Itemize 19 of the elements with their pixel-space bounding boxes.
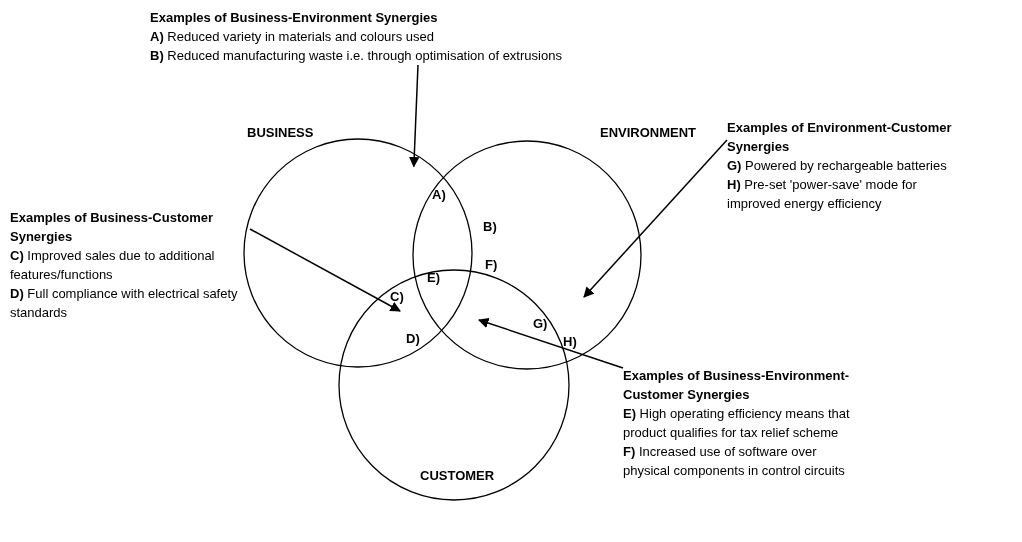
region-letter: F) — [485, 257, 498, 272]
callout-text: Examples of Business-Customer Synergies C) Improved sales due to additional features/functions D) Full compliance with electrical safety standards — [10, 208, 250, 322]
leader-arrow — [583, 139, 728, 298]
region-letter: C) — [390, 289, 404, 304]
leader-arrow — [249, 228, 401, 312]
set-title: ENVIRONMENT — [600, 125, 697, 140]
set-title: CUSTOMER — [420, 468, 495, 483]
callout-text: Examples of Business-Environment Synergies A) Reduced variety in materials and colours used B) Reduced manufacturing waste i.e. through optimisation of extrusions — [150, 8, 710, 65]
leader-arrow — [409, 64, 420, 168]
region-letter: G) — [533, 316, 548, 331]
set-title: BUSINESS — [247, 125, 314, 140]
leader-arrow — [478, 318, 624, 369]
callout-text: Examples of Environment-Customer Synergies G) Powered by rechargeable batteries H) Pre-set 'power-save' mode for improved energy efficiency — [727, 118, 957, 213]
region-letter: B) — [483, 219, 497, 234]
callout-text: Examples of Business-Environment-Customer Synergies E) High operating efficiency means that product qualifies for tax relief scheme F) Increased use of software over physical components in control circuits — [623, 366, 858, 480]
region-letter: A) — [432, 187, 446, 202]
region-letter: D) — [406, 331, 420, 346]
region-letter: E) — [427, 270, 440, 285]
region-letter: H) — [563, 334, 577, 349]
